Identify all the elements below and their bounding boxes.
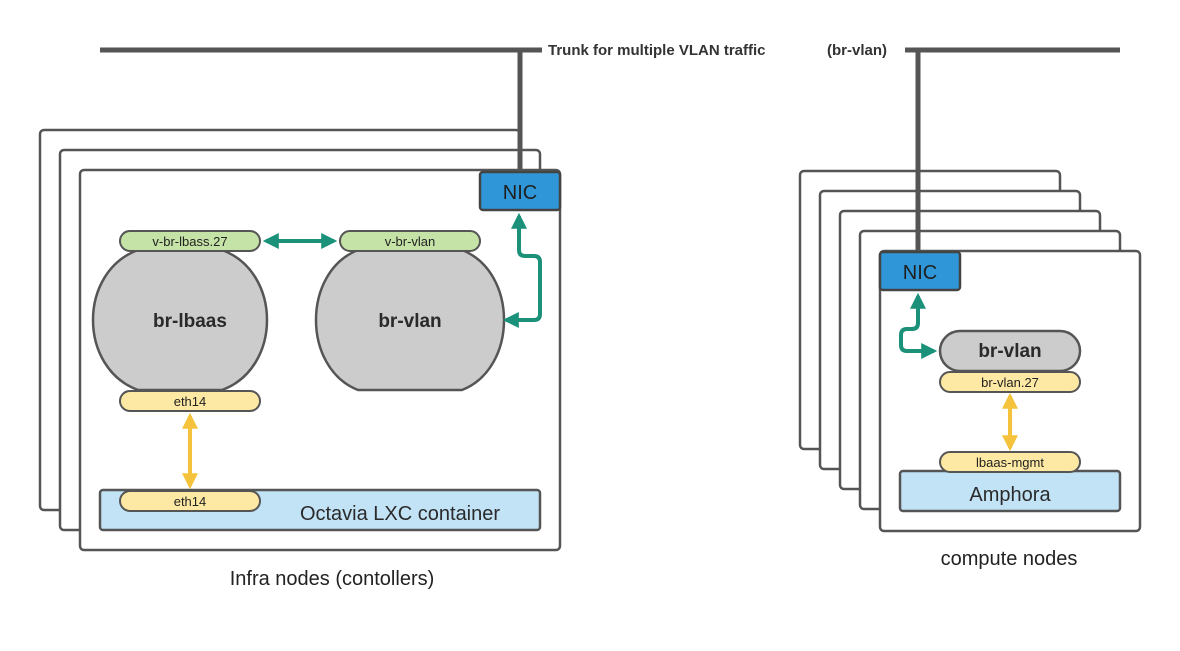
- infra-br-vlan-label: br-vlan: [378, 311, 441, 332]
- arrow-compute-nic-br-vlan: [899, 292, 938, 359]
- port-eth14-container-label: eth14: [174, 494, 207, 509]
- port-v-br-lbass-label: v-br-lbass.27: [152, 234, 227, 249]
- compute-br-vlan-label: br-vlan: [978, 341, 1041, 362]
- arrow-nic-br-vlan: [502, 212, 542, 328]
- port-v-br-vlan: [339, 230, 481, 252]
- port-lbaas-mgmt-label: lbaas-mgmt: [976, 455, 1044, 470]
- port-v-br-vlan-label: v-br-vlan: [385, 234, 436, 249]
- port-br-vlan-27: [939, 371, 1081, 393]
- port-eth14-bridge: [119, 390, 261, 412]
- octavia-container-label: Octavia LXC container: [300, 503, 500, 525]
- compute-caption: compute nodes: [941, 548, 1078, 570]
- amphora-label: Amphora: [969, 484, 1051, 506]
- port-eth14-bridge-label: eth14: [174, 394, 207, 409]
- br-lbaas-label: br-lbaas: [153, 311, 227, 332]
- infra-caption: Infra nodes (contollers): [230, 568, 435, 590]
- infra-br-vlan-bridge: [314, 248, 506, 392]
- trunk-label: Trunk for multiple VLAN traffic: [548, 42, 766, 59]
- trunk-sublabel: (br-vlan): [827, 42, 887, 59]
- compute-nic-box: [878, 250, 962, 292]
- infra-nic-label: NIC: [503, 182, 537, 204]
- port-eth14-container: [119, 490, 261, 512]
- port-br-vlan-27-label: br-vlan.27: [981, 375, 1039, 390]
- infra-nic-box: [478, 170, 562, 212]
- port-v-br-lbass: [119, 230, 261, 252]
- compute-nic-label: NIC: [903, 262, 937, 284]
- port-lbaas-mgmt: [939, 451, 1081, 473]
